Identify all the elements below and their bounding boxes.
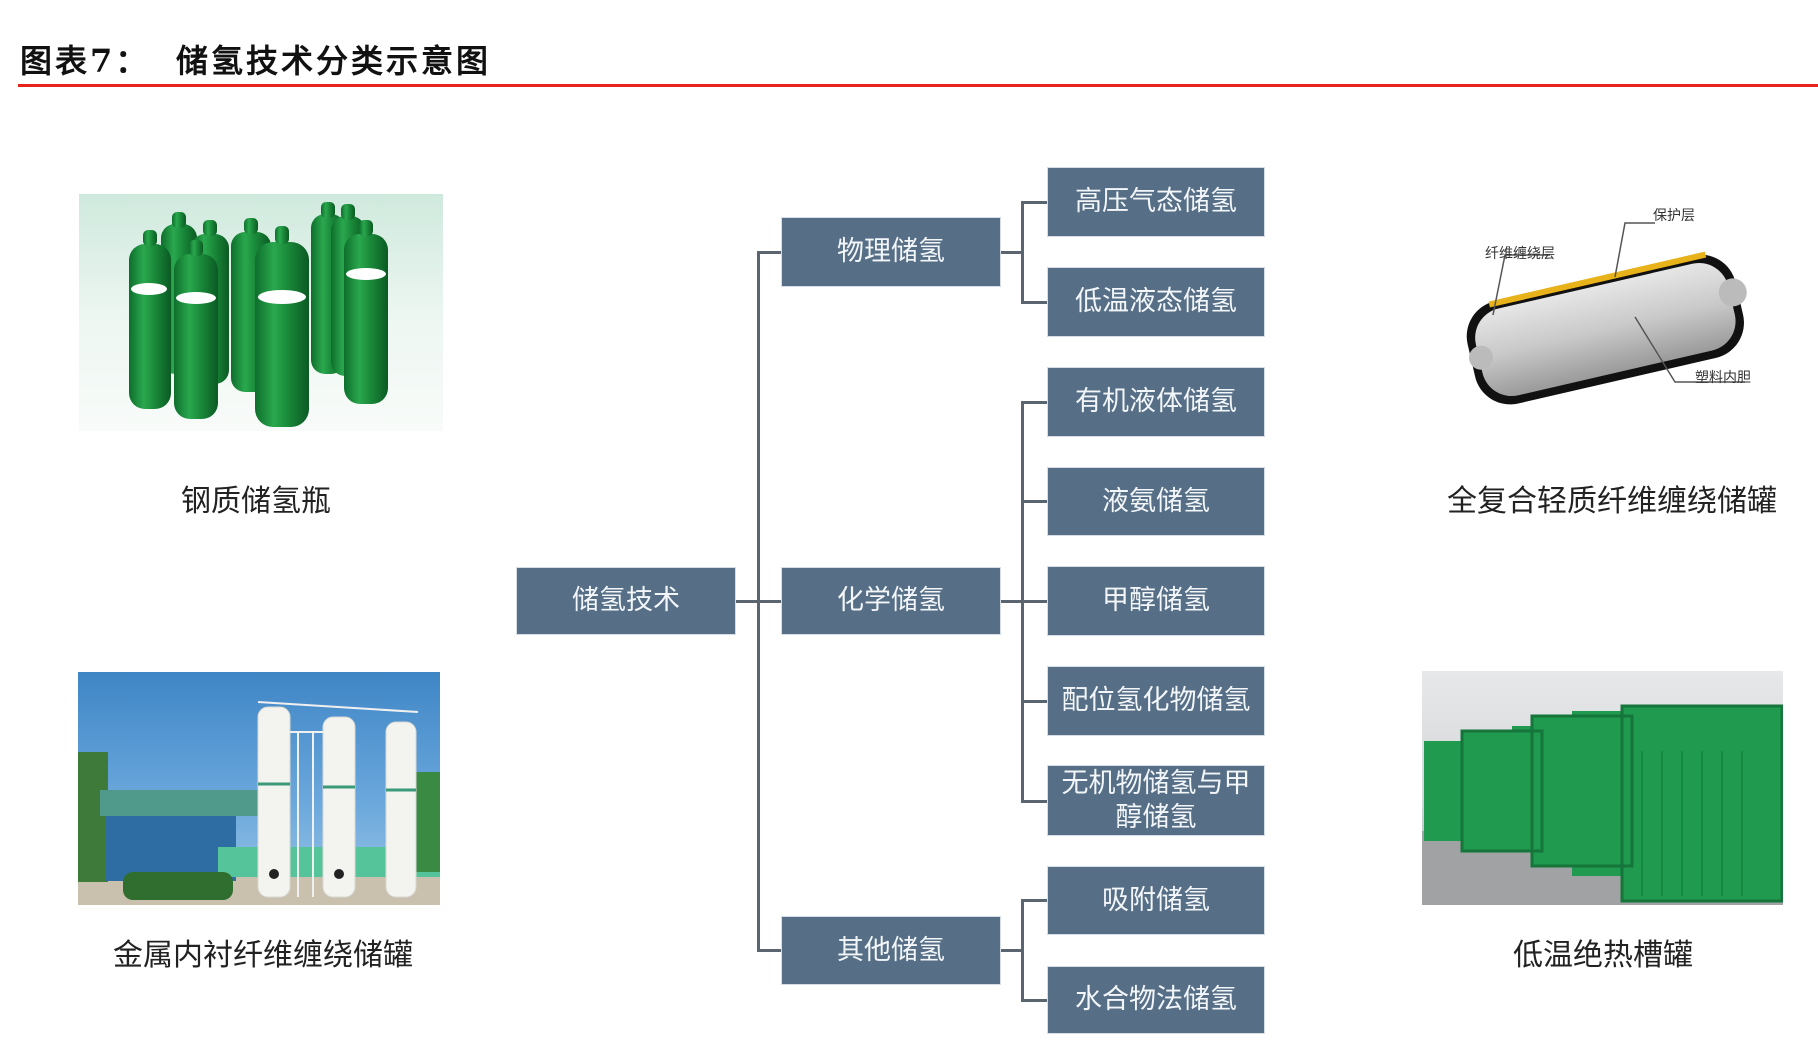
storage-towers-icon <box>78 701 440 905</box>
node-high-pressure-gas: 高压气态储氢 <box>1048 168 1264 236</box>
node-label: 甲醇储氢 <box>1102 585 1210 616</box>
photo-steel-cylinders <box>79 194 443 431</box>
annotation-fiber-winding-layer: 纤维缠绕层 <box>1485 246 1555 262</box>
node-label: 低温液态储氢 <box>1075 286 1237 317</box>
node-root: 储氢技术 <box>517 568 735 634</box>
caption-metal-lined-tanks: 金属内衬纤维缠绕储罐 <box>113 938 413 973</box>
node-chemical-storage: 化学储氢 <box>782 568 1000 634</box>
title-divider <box>18 84 1818 87</box>
node-liquid-ammonia: 液氨储氢 <box>1048 468 1264 535</box>
gas-cylinders-icon <box>129 202 388 427</box>
figure-label: 图表7： <box>20 42 151 80</box>
figure-title-text: 储氢技术分类示意图 <box>176 42 492 80</box>
node-label: 配位氢化物储氢 <box>1061 685 1251 716</box>
node-label: 水合物法储氢 <box>1075 984 1237 1015</box>
node-label: 吸附储氢 <box>1102 884 1210 916</box>
caption-composite-tank: 全复合轻质纤维缠绕储罐 <box>1447 484 1777 519</box>
node-adsorption: 吸附储氢 <box>1048 867 1264 934</box>
node-organic-liquid: 有机液体储氢 <box>1048 368 1264 436</box>
node-label: 其他储氢 <box>837 934 945 966</box>
node-label: 无机物储氢与甲醇储氢 <box>1061 767 1251 833</box>
node-label: 化学储氢 <box>837 585 945 616</box>
node-label: 有机液体储氢 <box>1075 386 1237 417</box>
node-label: 物理储氢 <box>837 236 945 267</box>
node-hydrate: 水合物法储氢 <box>1048 967 1264 1033</box>
node-methanol: 甲醇储氢 <box>1048 567 1264 635</box>
node-physical-storage: 物理储氢 <box>782 218 1000 286</box>
cylinder-racks-icon <box>1422 704 1783 905</box>
annotation-plastic-liner: 塑料内胆 <box>1695 370 1751 386</box>
node-label: 高压气态储氢 <box>1075 186 1237 217</box>
node-complex-hydride: 配位氢化物储氢 <box>1048 667 1264 735</box>
node-inorganic-methanol: 无机物储氢与甲醇储氢 <box>1048 766 1264 835</box>
annotation-protective-layer: 保护层 <box>1653 208 1695 224</box>
photo-metal-lined-tanks <box>78 672 440 905</box>
photo-cryogenic-tank <box>1422 671 1783 905</box>
figure-title: 图表7： 储氢技术分类示意图 <box>20 36 488 80</box>
caption-steel-cylinders: 钢质储氢瓶 <box>181 484 331 519</box>
composite-tank-icon <box>1466 222 1747 405</box>
caption-cryogenic-tank: 低温绝热槽罐 <box>1513 938 1693 973</box>
node-label: 液氨储氢 <box>1102 485 1210 517</box>
node-root-label: 储氢技术 <box>572 585 680 616</box>
photo-composite-tank: 保护层 纤维缠绕层 塑料内胆 <box>1445 197 1763 423</box>
node-cryogenic-liquid: 低温液态储氢 <box>1048 268 1264 336</box>
node-other-storage: 其他储氢 <box>782 917 1000 984</box>
